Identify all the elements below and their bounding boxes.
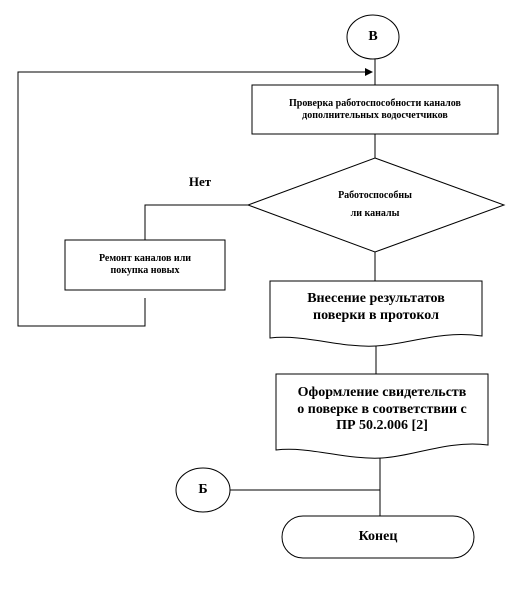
decision-line1: Работоспособны [338,190,412,201]
decision-line2: ли каналы [350,208,400,219]
results-document-shape [269,280,483,347]
connector-v-circle [346,14,400,60]
certificate-line3: ПР 50.2.006 [2] [336,418,428,434]
certificate-line2: о поверке в соответствии с [297,401,467,417]
repair-label: Ремонт каналов или покупка новых [65,240,225,290]
certificate-document-shape [275,373,489,459]
check-channels-line2: дополнительных водосчетчиков [302,109,448,121]
repair-box [64,239,226,291]
results-label: Внесение результатов поверки в протокол [270,284,482,332]
certificate-line1: Оформление свидетельств [297,384,467,400]
no-branch-line [144,204,248,240]
loop-back-line [17,68,373,327]
decision-label: Работоспособны ли каналы [300,180,450,230]
end-label: Конец [282,516,474,558]
no-label: Нет [188,174,212,189]
connector-v-text: В [368,28,378,44]
check-channels-label: Проверка работоспособности каналов допол… [252,85,498,134]
check-channels-line1: Проверка работоспособности каналов [289,97,461,109]
repair-line1: Ремонт каналов или [98,253,192,264]
connector-v-label: В [347,25,399,49]
connector-b-label: Б [176,478,230,502]
connector-b-text: Б [198,481,208,497]
results-line2: поверки в протокол [313,308,439,323]
end-terminator [281,515,475,559]
end-text: Конец [358,528,398,544]
check-channels-box [251,84,499,135]
results-line1: Внесение результатов [307,291,445,307]
certificate-label: Оформление свидетельств о поверке в соот… [276,377,488,443]
repair-line2: покупка новых [110,265,180,276]
